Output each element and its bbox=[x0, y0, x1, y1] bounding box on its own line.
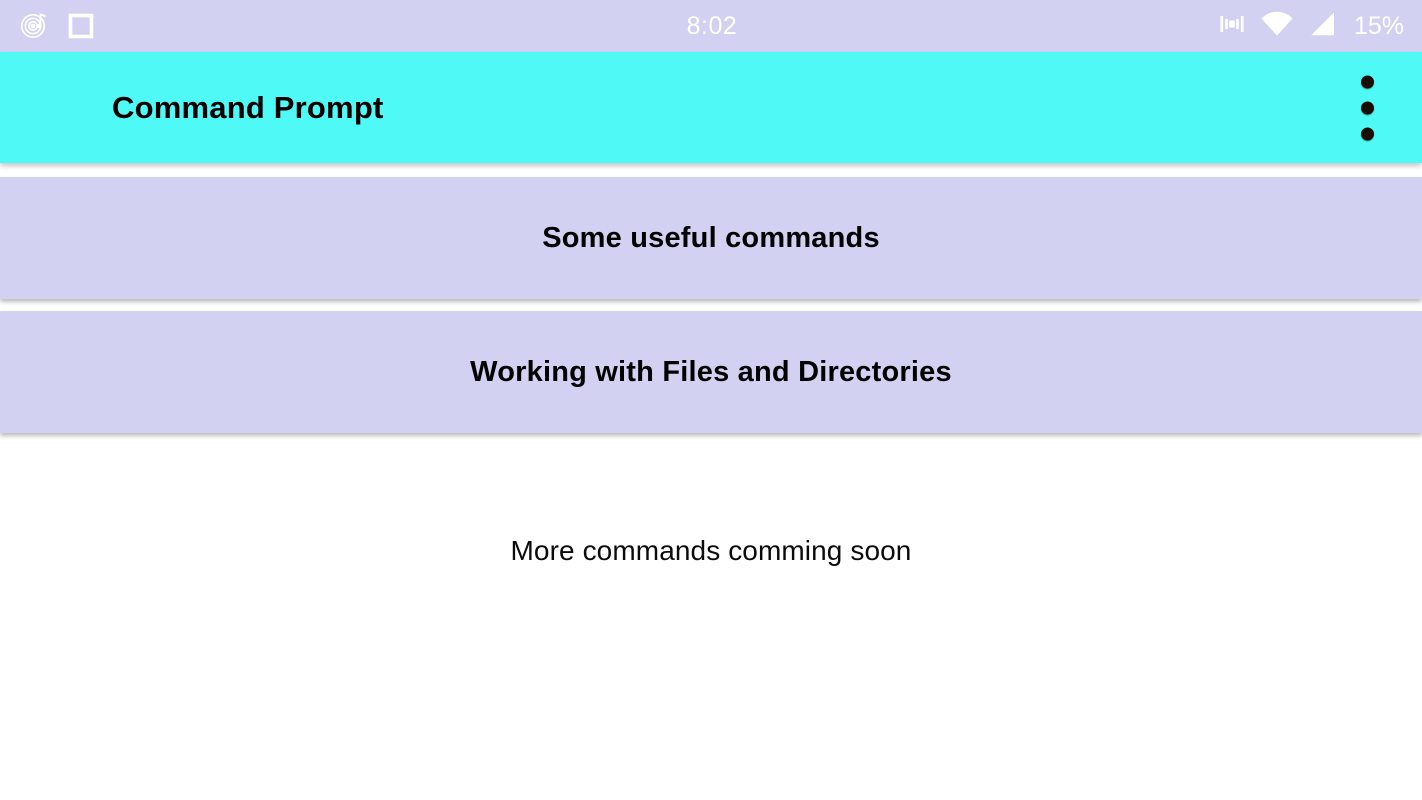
overflow-dot-icon bbox=[1361, 127, 1374, 140]
status-bar-right-icons: 15% bbox=[1104, 10, 1404, 43]
vibrate-icon bbox=[1218, 10, 1246, 43]
overflow-dot-icon bbox=[1361, 101, 1374, 114]
list-item-label: Some useful commands bbox=[542, 221, 880, 254]
cellular-signal-icon bbox=[1308, 10, 1338, 43]
app-bar: Command Prompt bbox=[0, 52, 1422, 163]
battery-percentage: 15% bbox=[1353, 11, 1404, 40]
list-item-label: Working with Files and Directories bbox=[470, 355, 952, 388]
status-bar: 8:02 bbox=[0, 0, 1422, 52]
overflow-menu-button[interactable] bbox=[1351, 69, 1384, 146]
wifi-icon bbox=[1260, 10, 1294, 43]
status-bar-left-icons bbox=[20, 9, 320, 44]
main-content: Some useful commands Working with Files … bbox=[0, 163, 1422, 800]
overflow-dot-icon bbox=[1361, 75, 1374, 88]
page-title: Command Prompt bbox=[112, 89, 384, 125]
status-bar-clock: 8:02 bbox=[686, 11, 738, 40]
list-item[interactable]: Some useful commands bbox=[0, 177, 1422, 299]
status-bar-center: 8:02 bbox=[320, 11, 1104, 40]
square-outline-icon bbox=[66, 9, 96, 44]
footer-note: More commands comming soon bbox=[510, 535, 912, 566]
music-note-icon bbox=[20, 9, 50, 44]
list-item[interactable]: Working with Files and Directories bbox=[0, 311, 1422, 433]
